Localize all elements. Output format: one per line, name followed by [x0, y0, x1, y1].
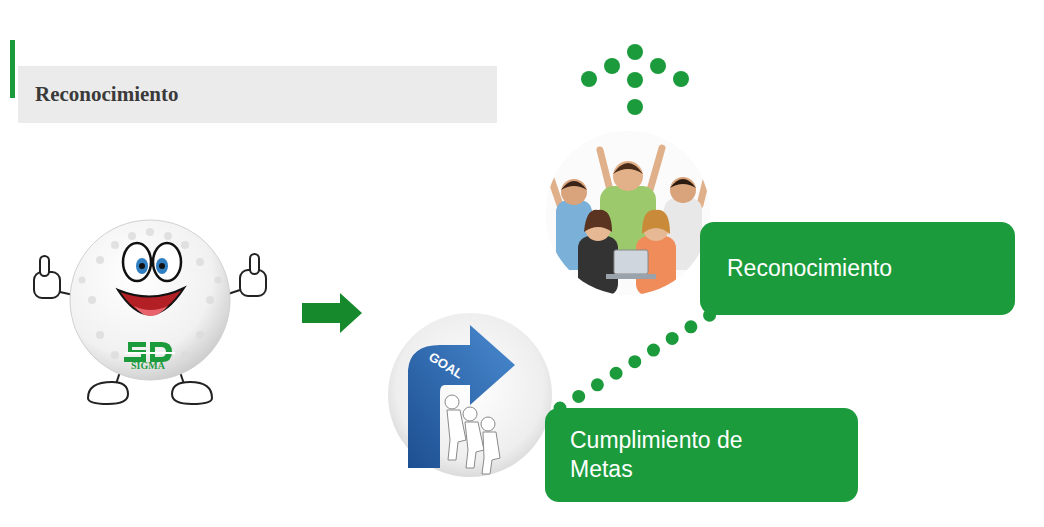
title-accent-bar	[10, 40, 15, 98]
process-box: Cumplimiento de Metas	[545, 408, 858, 502]
title-band	[18, 66, 497, 123]
slide-title: Reconocimiento	[35, 82, 178, 107]
dotted-up-arrow	[581, 44, 689, 115]
arrow-caption: GOAL	[426, 349, 466, 382]
dotted-connector	[560, 315, 710, 408]
team-celebration-photo	[546, 131, 710, 296]
goal-arrow-illustration	[388, 313, 552, 477]
mascot-golf-ball	[34, 220, 266, 404]
box-label: Cumplimiento de Metas	[570, 426, 770, 484]
logo-text: SIGMA	[131, 360, 165, 371]
flow-arrow	[302, 293, 362, 333]
box-label: Reconocimiento	[727, 254, 892, 283]
process-box: Reconocimiento	[700, 222, 1015, 315]
